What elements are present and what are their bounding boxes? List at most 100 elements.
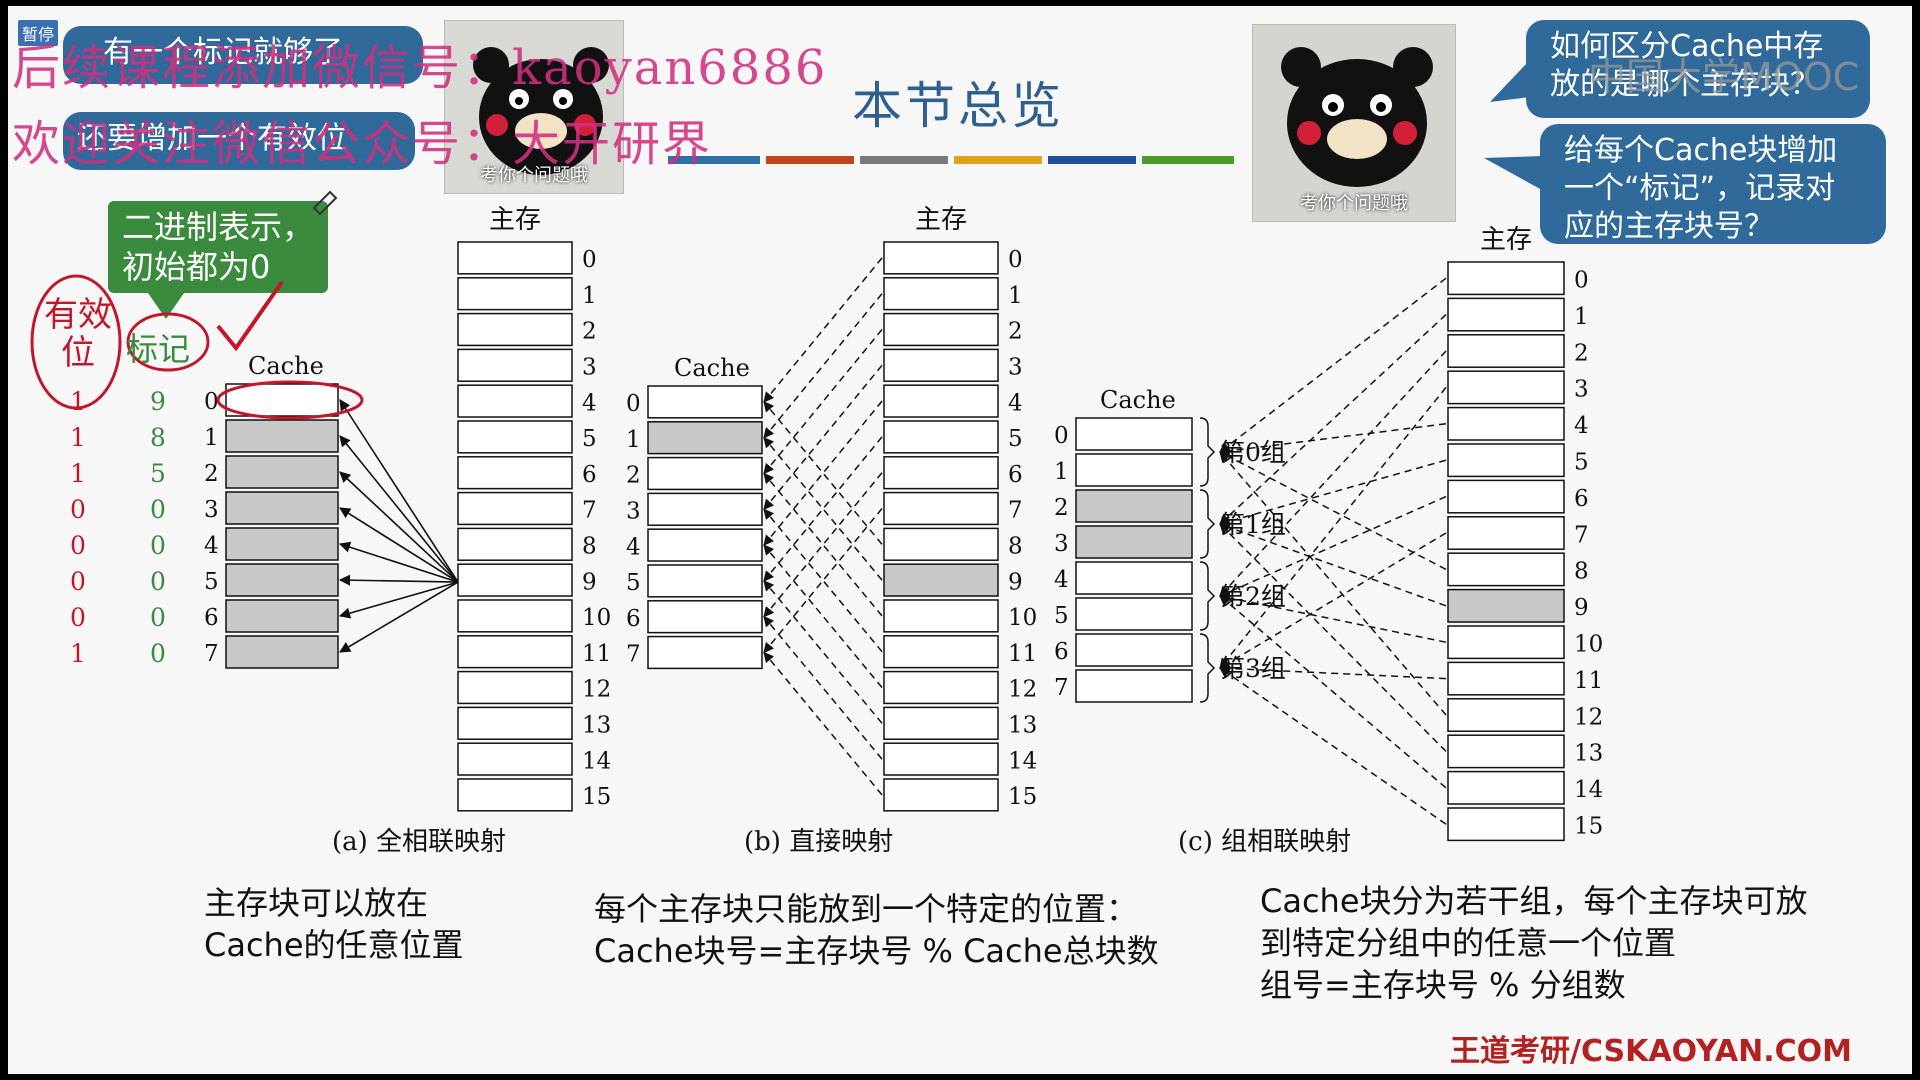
b-memory-index: 11 (1008, 641, 1037, 667)
a-cache-block (225, 455, 339, 489)
valid-bit-annotation: 有效位 (38, 296, 118, 372)
c-cache-block (1075, 633, 1193, 667)
a-cache-index: 2 (204, 461, 219, 487)
c-memory-block (1447, 734, 1565, 769)
c-memory-index: 3 (1574, 377, 1589, 403)
a-memory-index: 4 (582, 390, 597, 416)
tag-value: 0 (150, 567, 166, 596)
a-memory-index: 11 (582, 641, 611, 667)
b-memory-index: 15 (1008, 784, 1037, 810)
mascot-photo-right: 考你个问题哦 (1252, 24, 1456, 222)
c-mapping-arrow (1218, 592, 1447, 643)
color-bar-4 (954, 156, 1042, 164)
c-group-label: 第0组 (1220, 438, 1286, 467)
b-memory-index: 6 (1008, 462, 1023, 488)
a-cache-index: 0 (204, 389, 219, 415)
a-mapping-arrow (339, 471, 459, 583)
tag-value: 5 (150, 459, 166, 488)
a-memory-block (457, 456, 573, 490)
c-mapping-arrow (1219, 523, 1447, 752)
b-memory-index: 7 (1008, 498, 1023, 524)
a-memory-index: 8 (582, 533, 597, 559)
bubble-right-1-text: 如何区分Cache中存放的是哪个主存块？ (1550, 29, 1824, 102)
tag-value: 9 (150, 387, 166, 416)
c-memory-block (1447, 552, 1565, 587)
a-cache-index: 1 (204, 425, 219, 451)
a-memory-index: 10 (582, 605, 611, 631)
description-c-line-1: Cache块分为若干组，每个主存块可放 (1260, 882, 1808, 920)
b-memory-index: 10 (1008, 605, 1037, 631)
caption-b: (b) 直接映射 (744, 827, 893, 857)
b-memory-block (883, 277, 999, 311)
b-memory-block (883, 670, 999, 705)
c-memory-index: 0 (1574, 267, 1589, 293)
c-group-label: 第2组 (1220, 582, 1286, 611)
tag-annotation: 标记 (126, 324, 190, 370)
c-group-brace (1199, 633, 1216, 703)
pause-badge[interactable]: 暂停 (18, 20, 59, 46)
a-cache-index: 5 (204, 569, 219, 595)
c-memory-index: 10 (1574, 631, 1603, 657)
c-memory-block (1447, 770, 1565, 805)
c-mapping-arrow (1219, 314, 1447, 525)
cache-mapping-diagram: 主存0123456789101112131415Cache01234567111… (30, 190, 1603, 857)
watermark-line-1: 后续课程添加微信号：kaoyan6886 (12, 40, 828, 96)
photo-caption-right: 考你个问题哦 (1300, 193, 1408, 214)
a-memory-block (457, 241, 573, 275)
b-memory-index: 14 (1008, 748, 1037, 774)
a-memory-block (457, 277, 573, 311)
bubble-left-1: 有一个标记就够了 (63, 26, 423, 84)
a-memory-index: 7 (582, 498, 597, 524)
b-memory-block (883, 599, 999, 633)
description-a-line-1: 主存块可以放在 (204, 884, 429, 922)
bubble-right-2: 给每个Cache块增加一个“标记”，记录对应的主存块号？ (1540, 124, 1886, 244)
c-group-brace (1199, 417, 1216, 487)
a-memory-block (457, 312, 573, 347)
description-b: 每个主存块只能放到一个特定的位置： Cache块号=主存块号 % Cache总块… (594, 888, 1159, 972)
tag-value: 0 (150, 639, 166, 668)
a-memory-index: 13 (582, 712, 611, 738)
b-cache-block (647, 528, 763, 562)
valid-bit-value: 1 (70, 387, 86, 416)
c-memory-index: 6 (1574, 486, 1589, 512)
b-memory-block (883, 563, 999, 597)
c-mapping-arrow (1219, 522, 1447, 607)
c-mapping-arrow (1218, 459, 1447, 527)
b-cache-block (647, 492, 763, 526)
a-cache-block (225, 599, 339, 633)
description-c-line-3: 组号=主存块号 % 分组数 (1260, 966, 1626, 1004)
c-mapping-arrow (1219, 451, 1447, 716)
binary-note-text: 二进制表示，初始都为0 (122, 208, 315, 286)
b-mapping-arrow (763, 544, 883, 688)
b-cache-block (647, 456, 763, 491)
a-cache-index: 3 (204, 497, 219, 523)
c-mapping-arrow (1219, 532, 1447, 669)
c-mapping-arrow (1219, 386, 1447, 669)
a-memory-index: 5 (582, 426, 597, 452)
a-memory-block (457, 563, 573, 597)
description-c: Cache块分为若干组，每个主存块可放 到特定分组中的任意一个位置 组号=主存块… (1260, 880, 1808, 1006)
a-memory-block (457, 670, 573, 705)
b-cache-index: 3 (626, 498, 641, 524)
c-memory-index: 7 (1574, 522, 1589, 548)
a-cache-index: 7 (204, 641, 219, 667)
b-cache-index: 5 (626, 570, 641, 596)
a-memory-index: 2 (582, 319, 597, 345)
c-memory-block (1447, 516, 1565, 550)
color-bar-3 (860, 156, 948, 164)
a-memory-block (457, 742, 573, 776)
a-memory-index: 15 (582, 784, 611, 810)
mascot-photo-left: 考你个问题哦 (444, 20, 624, 194)
c-memory-block (1447, 807, 1565, 842)
a-memory-block (457, 527, 573, 561)
b-mapping-arrow (763, 293, 883, 439)
c-memory-block (1447, 406, 1565, 441)
tag-value: 0 (150, 603, 166, 632)
footer-brand: 王道考研/CSKAOYAN.COM (1450, 1034, 1852, 1069)
b-memory-index: 8 (1008, 533, 1023, 559)
b-memory-block (883, 778, 999, 812)
a-mapping-arrow (339, 507, 459, 583)
c-cache-index: 2 (1054, 495, 1069, 521)
c-memory-block (1447, 334, 1565, 368)
a-cache-label: Cache (248, 352, 324, 380)
